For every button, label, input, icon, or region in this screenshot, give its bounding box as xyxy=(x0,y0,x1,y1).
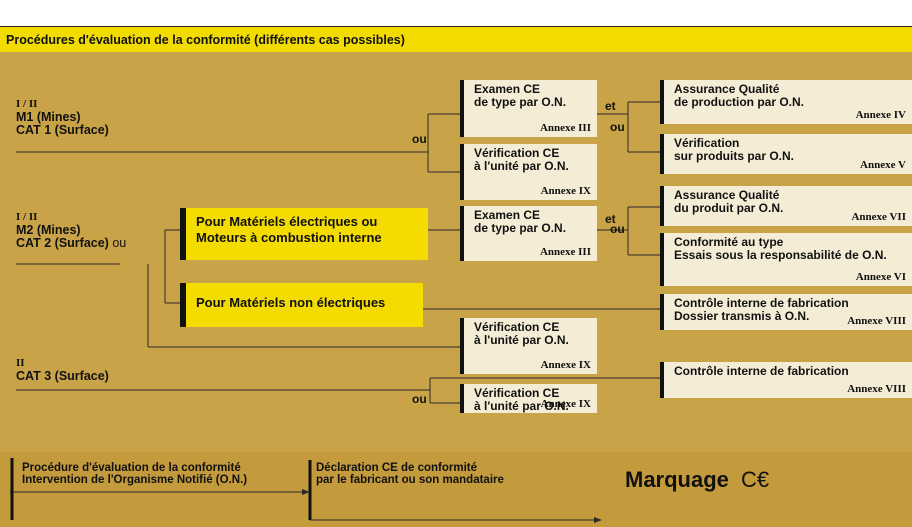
group-3-code: II xyxy=(16,357,25,369)
annex-label: Annexe VIII xyxy=(847,383,906,395)
annex-label: Annexe VII xyxy=(851,211,906,223)
group-1-label: I / II M1 (Mines) CAT 1 (Surface) xyxy=(16,98,109,137)
ec-unit-verification-box-1: Vérification CE à l'unité par O.N. Annex… xyxy=(460,144,597,200)
marking-label: Marquage xyxy=(625,467,729,492)
box-text: Contrôle interne de fabrication Dossier … xyxy=(674,296,849,323)
product-verification-box: Vérification sur produits par O.N. Annex… xyxy=(660,134,912,174)
box-text: Vérification CE à l'unité par O.N. xyxy=(474,386,569,413)
ec-type-exam-box-2: Examen CE de type par O.N. Annexe III xyxy=(460,206,597,261)
ec-unit-verification-box-2: Vérification CE à l'unité par O.N. Annex… xyxy=(460,318,597,374)
or-label-1: ou xyxy=(412,132,427,146)
annex-label: Annexe VIII xyxy=(847,315,906,327)
electrical-equipment-box: Pour Matériels électriques ou Moteurs à … xyxy=(180,208,428,260)
group-3-line2: CAT 3 (Surface) xyxy=(16,369,109,383)
annex-label: Annexe IX xyxy=(540,359,591,371)
type-conformity-box: Conformité au type Essais sous la respon… xyxy=(660,233,912,286)
ce-mark-icon: C€ xyxy=(741,467,770,492)
quality-assurance-product-box: Assurance Qualité du produit par O.N. An… xyxy=(660,186,912,226)
header-bar: Procédures d'évaluation de la conformité… xyxy=(0,26,912,53)
footer-panel xyxy=(0,452,912,527)
box-text: Vérification CE à l'unité par O.N. xyxy=(474,146,569,173)
ec-unit-verification-box-3-top: Vérification CE à l'unité par O.N.Annexe… xyxy=(460,384,597,413)
annex-label: Annexe III xyxy=(539,246,591,258)
group-3-label: II CAT 3 (Surface) xyxy=(16,357,109,383)
footer-step-2: Déclaration CE de conformité par le fabr… xyxy=(316,462,504,486)
group-1-line1: M1 (Mines) xyxy=(16,110,81,124)
group-2-line1: M2 (Mines) xyxy=(16,223,81,237)
box-text: Vérification sur produits par O.N. xyxy=(674,136,795,163)
annex-label: Annexe V xyxy=(860,159,906,171)
group-1-code: I / II xyxy=(16,98,38,110)
box-text: Assurance Qualité de production par O.N. xyxy=(674,82,805,109)
box-text: Examen CE de type par O.N. xyxy=(474,208,567,235)
or-label-2: ou xyxy=(610,120,625,134)
box-text: Examen CE de type par O.N. xyxy=(474,82,567,109)
group-1-line2: CAT 1 (Surface) xyxy=(16,123,109,137)
annex-label: Annexe III xyxy=(539,122,591,134)
and-label-2: et xyxy=(605,212,616,226)
quality-assurance-production-box: Assurance Qualité de production par O.N.… xyxy=(660,80,912,124)
box-text: Conformité au type Essais sous la respon… xyxy=(674,235,887,262)
ce-marking: Marquage C€ xyxy=(625,467,769,493)
annex-label: Annexe IX xyxy=(540,398,591,410)
or-label-3: ou xyxy=(610,222,625,236)
annex-label: Annexe IV xyxy=(855,109,906,121)
group-2-line2: CAT 2 (Surface) xyxy=(16,236,109,250)
box-text: Contrôle interne de fabrication xyxy=(674,364,849,378)
box-text: Assurance Qualité du produit par O.N. xyxy=(674,188,784,215)
footer-step-1: Procédure d'évaluation de la conformité … xyxy=(22,462,248,486)
annex-label: Annexe IX xyxy=(540,185,591,197)
box-text: Vérification CE à l'unité par O.N. xyxy=(474,320,569,347)
internal-production-control-file-box: Contrôle interne de fabrication Dossier … xyxy=(660,294,912,330)
group-2-label: I / II M2 (Mines) CAT 2 (Surface) ou xyxy=(16,211,126,250)
non-electrical-equipment-box: Pour Matériels non électriques xyxy=(180,283,423,327)
group-2-code: I / II xyxy=(16,211,38,223)
ec-type-exam-box-1: Examen CE de type par O.N. Annexe III xyxy=(460,80,597,137)
annex-label: Annexe VI xyxy=(855,271,906,283)
group-2-ou: ou xyxy=(112,236,127,250)
internal-production-control-box: Contrôle interne de fabrication Annexe V… xyxy=(660,362,912,398)
diagram-title: Procédures d'évaluation de la conformité… xyxy=(6,33,405,47)
or-label-4: ou xyxy=(412,392,427,406)
and-label-1: et xyxy=(605,99,616,113)
